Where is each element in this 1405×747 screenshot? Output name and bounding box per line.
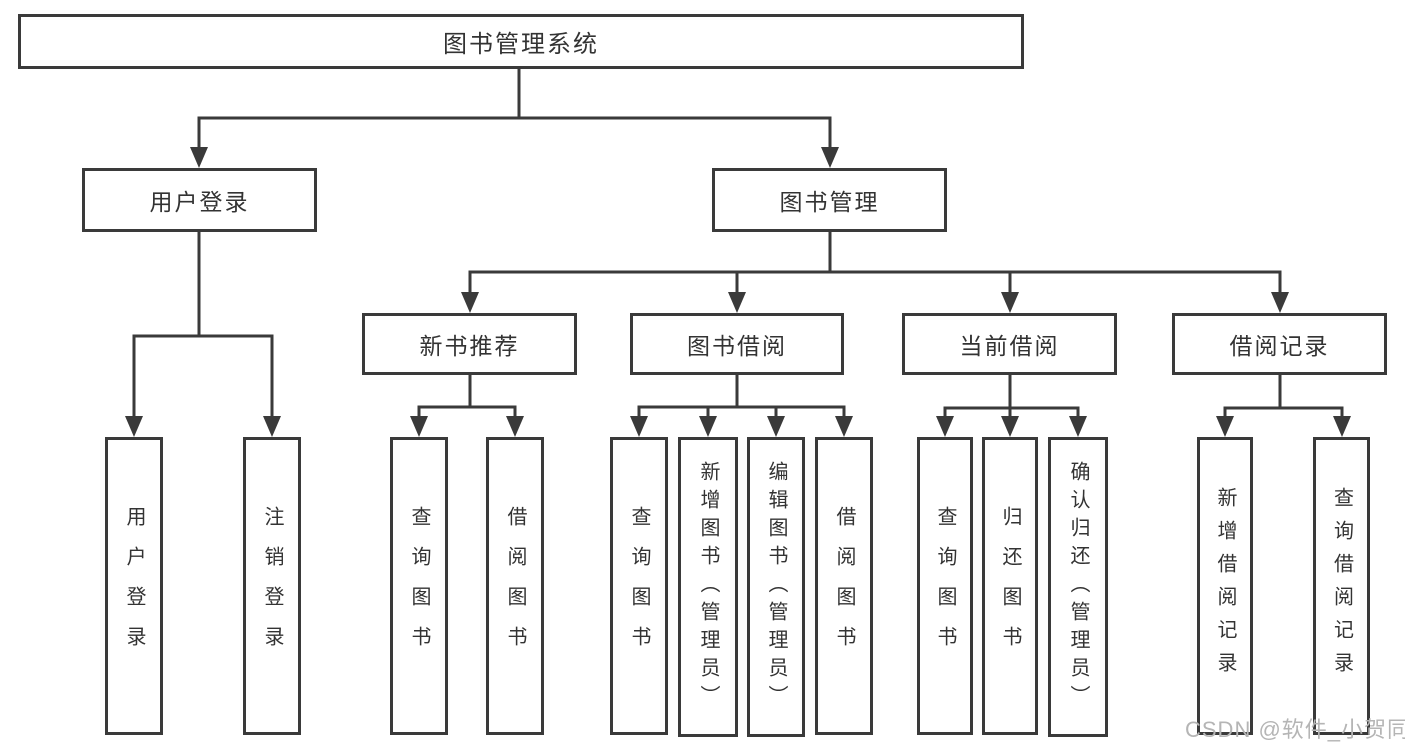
node-book-borrowing: 图书借阅 — [630, 313, 844, 375]
node-query-books-newbooks: 查询图书 — [390, 437, 448, 735]
node-label: 用户登录 — [123, 506, 145, 666]
node-label: 查询图书 — [408, 506, 430, 666]
node-return-books: 归还图书 — [982, 437, 1038, 735]
node-current-borrowing: 当前借阅 — [902, 313, 1117, 375]
node-user-login-leaf: 用户登录 — [105, 437, 163, 735]
node-logout: 注销登录 — [243, 437, 301, 735]
node-borrowing-records: 借阅记录 — [1172, 313, 1387, 375]
node-edit-books-admin: 编辑图书（管理员） — [747, 437, 805, 737]
node-user-login: 用户登录 — [82, 168, 317, 232]
node-label: 查询图书 — [628, 506, 650, 666]
node-label: 查询借阅记录 — [1330, 487, 1353, 685]
node-label: 注销登录 — [261, 506, 283, 666]
node-book-management: 图书管理 — [712, 168, 947, 232]
node-add-borrow-record: 新增借阅记录 — [1197, 437, 1253, 735]
node-new-book-recommendation: 新书推荐 — [362, 313, 577, 375]
node-label: 借阅记录 — [1229, 333, 1330, 359]
node-borrow-books-borrowing: 借阅图书 — [815, 437, 873, 735]
node-label: 当前借阅 — [959, 333, 1060, 359]
node-query-books-borrowing: 查询图书 — [610, 437, 668, 735]
arrowheads — [125, 147, 1351, 437]
node-label: 归还图书 — [999, 506, 1021, 666]
node-library-management-system: 图书管理系统 — [18, 14, 1024, 69]
node-label: 确认归还（管理员） — [1067, 461, 1089, 713]
node-label: 借阅图书 — [504, 506, 526, 666]
node-confirm-return-admin: 确认归还（管理员） — [1048, 437, 1108, 737]
node-add-books-admin: 新增图书（管理员） — [678, 437, 738, 737]
node-label: 用户登录 — [149, 189, 250, 215]
node-label: 借阅图书 — [833, 506, 855, 666]
node-label: 编辑图书（管理员） — [765, 461, 787, 713]
csdn-watermark: CSDN @软件_小贺同学 — [1185, 717, 1405, 742]
node-query-books-current: 查询图书 — [917, 437, 973, 735]
node-label: 图书管理系统 — [443, 31, 599, 58]
node-label: 新书推荐 — [419, 333, 520, 359]
node-label: 查询图书 — [934, 506, 956, 666]
node-label: 图书借阅 — [687, 333, 787, 359]
node-borrow-books-newbooks: 借阅图书 — [486, 437, 544, 735]
node-label: 新增借阅记录 — [1214, 487, 1236, 685]
node-query-borrow-record: 查询借阅记录 — [1313, 437, 1370, 735]
node-label: 图书管理 — [779, 189, 880, 215]
node-label: 新增图书（管理员） — [697, 461, 719, 713]
